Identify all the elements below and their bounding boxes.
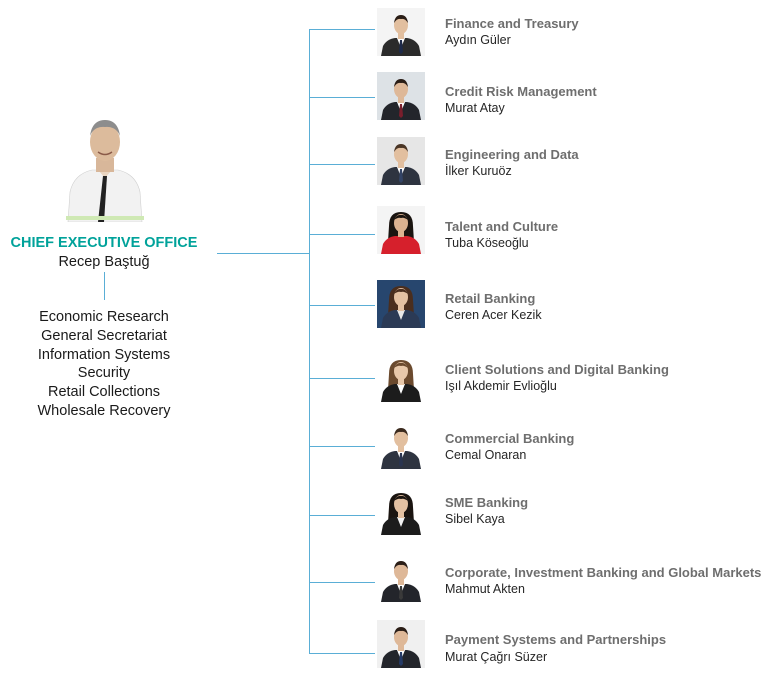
- ceo-unit: Information Systems: [37, 346, 171, 363]
- member-name: Aydın Güler: [445, 33, 511, 47]
- member-photo: [377, 137, 425, 185]
- member-photo: [377, 206, 425, 254]
- member-department: Finance and Treasury: [445, 16, 579, 31]
- member-photo: [377, 421, 425, 469]
- member-name: Murat Atay: [445, 101, 505, 115]
- member-photo: [377, 620, 425, 668]
- member-name: İlker Kuruöz: [445, 164, 512, 178]
- member-photo: [377, 354, 425, 402]
- member-department: Commercial Banking: [445, 431, 575, 446]
- member-name: Tuba Köseoğlu: [445, 236, 529, 250]
- member-photo: [377, 487, 425, 535]
- member-name: Ceren Acer Kezik: [445, 308, 542, 322]
- ceo-unit: Security: [77, 365, 131, 382]
- member-photo: [377, 72, 425, 120]
- member-department: Client Solutions and Digital Banking: [445, 362, 669, 377]
- member-photo: [377, 8, 425, 56]
- member-department: SME Banking: [445, 495, 529, 510]
- member-name: Işıl Akdemir Evlioğlu: [445, 379, 557, 393]
- ceo-unit: Retail Collections: [47, 384, 161, 401]
- member-department: Engineering and Data: [445, 147, 579, 162]
- member-name: Mahmut Akten: [445, 582, 525, 596]
- member-name: Murat Çağrı Süzer: [445, 650, 548, 664]
- member-name: Cemal Onaran: [445, 448, 527, 462]
- ceo-name: Recep Baştuğ: [58, 254, 150, 270]
- ceo-photo: [60, 112, 150, 222]
- member-department: Talent and Culture: [445, 219, 559, 234]
- member-name: Sibel Kaya: [445, 512, 505, 526]
- member-department: Payment Systems and Partnerships: [445, 632, 667, 647]
- member-photo: [377, 554, 425, 602]
- ceo-units-list: Economic Research General Secretariat In…: [0, 308, 208, 421]
- ceo-unit: General Secretariat: [41, 327, 167, 344]
- ceo-unit: Economic Research: [39, 309, 169, 325]
- member-department: Retail Banking: [445, 291, 536, 306]
- member-photo: [377, 280, 425, 328]
- member-department: Credit Risk Management: [445, 84, 597, 99]
- member-department: Corporate, Investment Banking and Global…: [445, 565, 762, 580]
- member-branch-connectors: [309, 29, 375, 654]
- ceo-title: CHIEF EXECUTIVE OFFICE: [10, 235, 198, 251]
- ceo-unit: Wholesale Recovery: [37, 402, 171, 419]
